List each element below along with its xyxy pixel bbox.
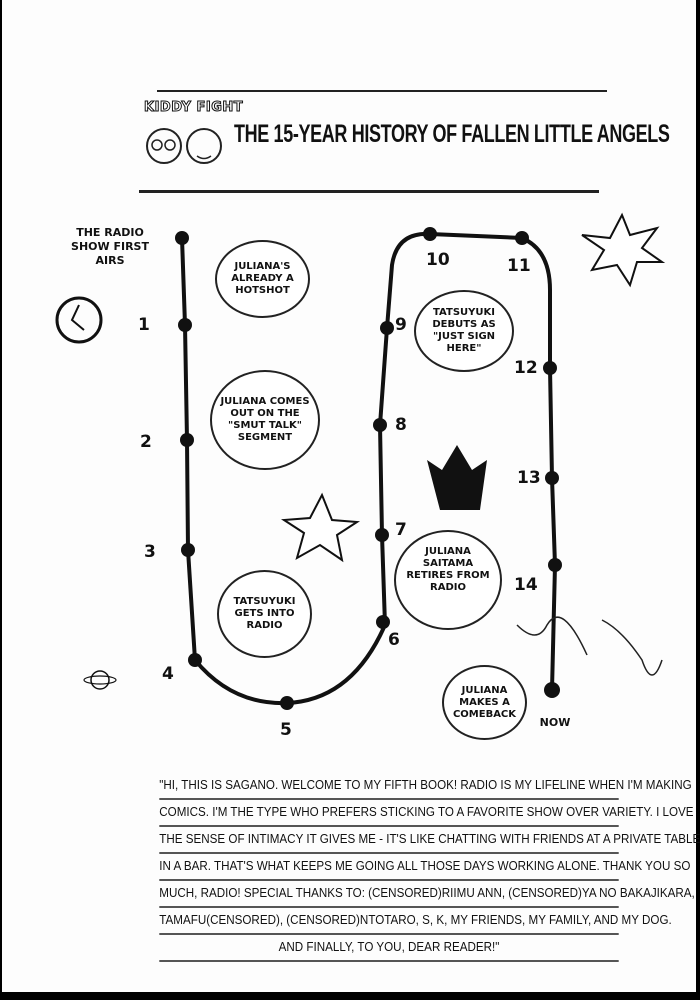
afterword-line: MUCH, RADIO! SPECIAL THANKS TO: (CENSORE… xyxy=(159,881,695,908)
star-icon xyxy=(280,492,361,563)
year-7: 7 xyxy=(395,520,407,540)
event-bubble: JULIANA'S ALREADY A HOTSHOT xyxy=(215,240,310,318)
demon-doodle-icon xyxy=(427,445,487,510)
characters-faces-illustration xyxy=(146,128,222,164)
planet-icon xyxy=(90,670,110,690)
event-bubble: TATSUYUKI DEBUTS AS "JUST SIGN HERE" xyxy=(414,290,514,372)
top-rule xyxy=(157,90,607,92)
start-label: THE RADIO SHOW FIRST AIRS xyxy=(71,226,149,267)
year-5: 5 xyxy=(280,720,292,740)
year-9: 9 xyxy=(395,315,407,335)
year-14: 14 xyxy=(514,575,538,595)
timeline-path xyxy=(55,212,666,710)
year-4: 4 xyxy=(162,664,174,684)
year-8: 8 xyxy=(395,415,407,435)
year-10: 10 xyxy=(426,250,450,270)
year-3: 3 xyxy=(144,542,156,562)
afterword-line: AND FINALLY, TO YOU, DEAR READER!" xyxy=(159,935,619,962)
event-bubble: JULIANA SAITAMA RETIRES FROM RADIO xyxy=(394,530,502,630)
afterword-line: "HI, THIS IS SAGANO. WELCOME TO MY FIFTH… xyxy=(159,773,692,800)
afterword-line: TAMAFU(CENSORED), (CENSORED)NTOTARO, S, … xyxy=(159,908,672,935)
event-bubble: JULIANA MAKES A COMEBACK xyxy=(442,665,527,740)
afterword-line: COMICS. I'M THE TYPE WHO PREFERS STICKIN… xyxy=(159,800,694,827)
clock-icon xyxy=(55,296,103,344)
year-13: 13 xyxy=(517,468,541,488)
year-12: 12 xyxy=(514,358,538,378)
event-bubble: JULIANA COMES OUT ON THE "SMUT TALK" SEG… xyxy=(210,370,320,470)
year-2: 2 xyxy=(140,432,152,452)
year-dots xyxy=(175,227,562,710)
afterword-text: "HI, THIS IS SAGANO. WELCOME TO MY FIFTH… xyxy=(142,773,700,962)
star-cookie-icon xyxy=(581,212,666,288)
confetti-streamers-icon xyxy=(516,616,663,676)
series-label: KIDDY FIGHT xyxy=(143,100,244,116)
year-1: 1 xyxy=(138,315,150,335)
now-label: NOW xyxy=(539,716,571,729)
event-bubble: TATSUYUKI GETS INTO RADIO xyxy=(217,570,312,658)
page-title: THE 15-YEAR HISTORY OF FALLEN LITTLE ANG… xyxy=(234,120,670,148)
year-6: 6 xyxy=(388,630,400,650)
title-underline xyxy=(139,190,599,193)
year-11: 11 xyxy=(507,256,531,276)
afterword-line: THE SENSE OF INTIMACY IT GIVES ME - IT'S… xyxy=(159,827,700,854)
afterword-line: IN A BAR. THAT'S WHAT KEEPS ME GOING ALL… xyxy=(159,854,690,881)
